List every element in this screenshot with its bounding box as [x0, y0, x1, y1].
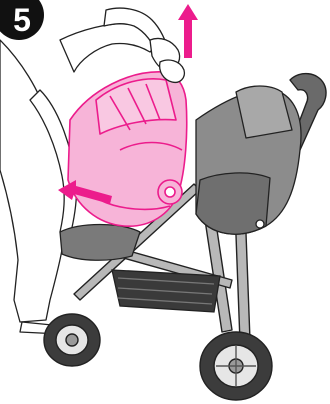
rear-wheel	[200, 332, 272, 400]
stroller-seat	[196, 86, 301, 234]
up-arrow-icon	[178, 4, 198, 58]
footrest	[60, 225, 140, 261]
step-number: 5	[13, 4, 31, 36]
front-wheel	[44, 314, 100, 366]
storage-basket	[112, 270, 220, 312]
infant-car-seat	[68, 72, 187, 226]
